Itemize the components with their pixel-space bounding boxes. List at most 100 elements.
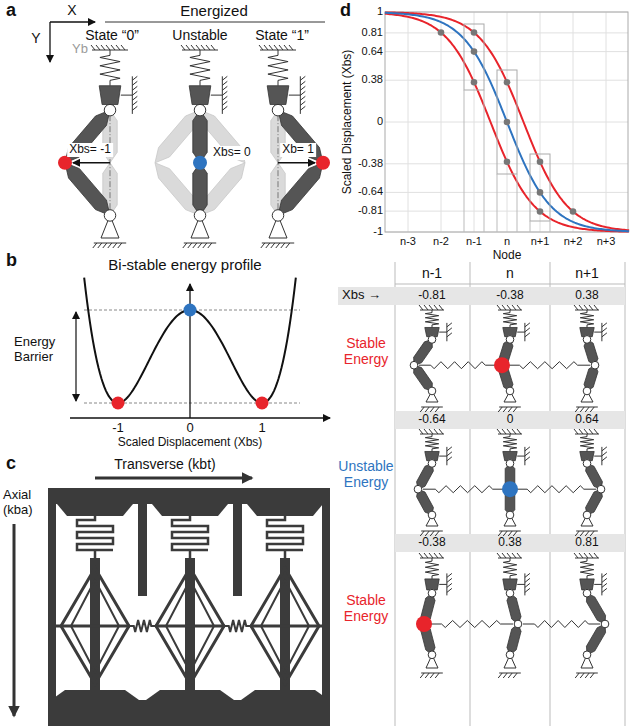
tick-label: -0.81 — [358, 204, 383, 217]
coupling-spring — [507, 362, 590, 369]
guide-link — [594, 456, 602, 457]
table-cell: 0.64 — [575, 413, 598, 427]
guide-hatch — [447, 447, 452, 465]
spring-symbol — [580, 310, 593, 327]
guide-hatch — [300, 76, 305, 114]
panel-letter: a — [6, 0, 16, 21]
table-rule — [395, 262, 396, 726]
table-rule — [395, 284, 625, 285]
node-dot — [471, 79, 478, 86]
slider-block — [189, 86, 211, 105]
panel-d-art — [338, 12, 629, 726]
leader-line — [530, 221, 550, 232]
displacement-arrow — [73, 162, 110, 164]
axis-line — [70, 417, 330, 418]
guide-link — [517, 332, 525, 333]
pin-joint — [583, 589, 591, 597]
serpentine-spring — [172, 516, 208, 560]
spring-symbol — [190, 50, 210, 86]
pin-joint — [194, 210, 206, 222]
table-cell: -0.38 — [418, 536, 445, 550]
column-header: n — [506, 265, 514, 281]
pin-joint — [428, 460, 436, 468]
dimension-label: Yb — [72, 42, 88, 57]
spring-symbol — [268, 50, 288, 86]
panel-c-art — [14, 478, 330, 726]
pin-joint — [601, 620, 609, 628]
spring-symbol — [503, 310, 516, 327]
node-dot — [504, 159, 511, 166]
guide-hatch — [602, 573, 607, 595]
linkage-arm — [507, 624, 521, 655]
guide-hatch — [132, 76, 137, 114]
anchor-pad — [57, 504, 133, 516]
spring-symbol — [580, 434, 593, 451]
energy-curve — [84, 278, 296, 403]
ground-hatch — [419, 429, 444, 434]
ground-hatch — [497, 429, 522, 434]
ground-hatch — [497, 553, 522, 558]
tick-label: -0.64 — [358, 185, 383, 198]
highlight-box — [497, 70, 517, 174]
table-cell: 0 — [507, 413, 514, 427]
anchor-pad — [51, 690, 139, 700]
pin-joint — [506, 511, 514, 519]
table-cell: -0.64 — [418, 413, 445, 427]
linkage-arm — [193, 110, 207, 163]
slider-block — [267, 86, 289, 105]
side-frame — [48, 504, 56, 700]
axis-title: Scaled Displacement (Xbs) — [118, 436, 263, 450]
grid-line — [606, 12, 607, 232]
row-header: Xbs → — [342, 288, 381, 303]
node-dot — [537, 208, 544, 215]
axis-name: Axial (kba) — [3, 488, 47, 518]
linkage-arm — [507, 593, 521, 624]
pin-joint — [506, 651, 514, 659]
grid-line — [408, 12, 409, 232]
panel-b-art — [70, 278, 330, 418]
ground-hatch — [181, 45, 218, 50]
tick-label: 0.64 — [362, 45, 383, 58]
slider-block — [580, 579, 594, 590]
spring-symbol — [425, 558, 438, 579]
coupling-spring — [225, 620, 250, 632]
serpentine-spring — [77, 516, 113, 560]
displacement-curve — [385, 12, 629, 230]
state-label: Unstable — [172, 27, 227, 43]
grid-line — [474, 12, 475, 232]
axis-arrow — [50, 21, 95, 22]
state-dot — [316, 156, 330, 170]
guide-hatch — [602, 323, 607, 341]
slider-block — [425, 579, 439, 590]
pin-joint — [583, 336, 591, 344]
linkage-arm — [586, 593, 605, 624]
pin-joint — [583, 511, 591, 519]
displacement-label: Xb= 1 — [280, 143, 316, 157]
grid-line — [573, 12, 574, 232]
tick-label: 0.81 — [362, 26, 383, 39]
linkage-arm — [278, 110, 323, 163]
barrier-arrow — [75, 312, 76, 401]
pin-joint — [506, 387, 514, 395]
table-rule — [550, 262, 551, 726]
linkage-arm — [278, 163, 323, 216]
pin-joint — [428, 387, 436, 395]
linkage-arm — [414, 339, 433, 365]
ground-hatch — [575, 407, 598, 412]
tick-label: 0 — [377, 115, 383, 128]
state-dot — [494, 357, 510, 373]
pin-joint — [104, 210, 116, 222]
tick-label: n+3 — [597, 235, 616, 248]
coupling-spring — [130, 620, 155, 632]
plot-title: Bi-stable energy profile — [108, 256, 261, 273]
column-header: n+1 — [575, 265, 599, 281]
table-cell: -0.38 — [496, 289, 523, 303]
state-dot — [193, 156, 207, 170]
state-dot — [184, 304, 197, 317]
table-cell: 0.38 — [575, 289, 598, 303]
tick-label: 1 — [377, 5, 383, 18]
column-header: n-1 — [422, 265, 442, 281]
anchor-pad — [241, 690, 329, 700]
value-band — [395, 534, 625, 552]
